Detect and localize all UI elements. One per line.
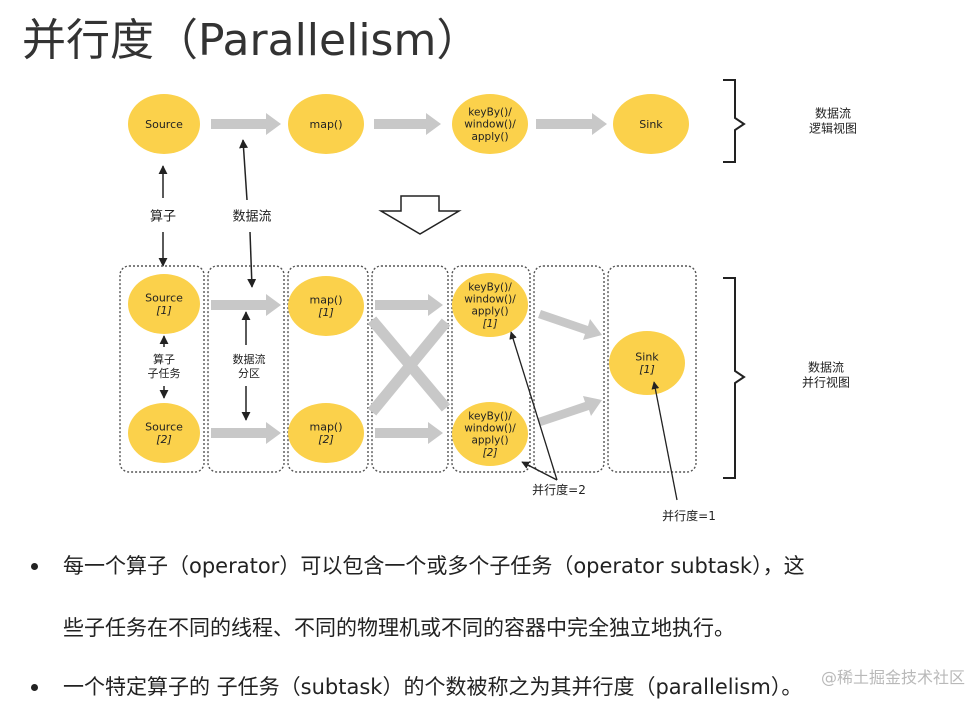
map-node [288, 94, 364, 154]
watermark: @稀土掘金技术社区 [820, 668, 965, 687]
sink-node [613, 94, 689, 154]
keyby-1-label: keyBy()/window()/apply()[1] [464, 282, 516, 330]
operator-label: 算子 [150, 210, 176, 225]
merge-arrow-bottom [538, 396, 602, 426]
parallelism-2-pointer-bottom [521, 461, 558, 481]
bullet-dot-2 [31, 684, 38, 691]
parallelism-2-label: 并行度=2 [532, 482, 586, 497]
sink-1-label: Sink[1] [635, 351, 659, 377]
merge-arrow-top [538, 310, 602, 340]
sink-1-node [609, 331, 685, 395]
source-1-label: Source[1] [145, 292, 183, 318]
stream-arrow-2 [374, 113, 441, 135]
partition-arrow-bottom-1 [211, 422, 281, 444]
stream-arrow-3 [536, 113, 607, 135]
source-node-label: Source [145, 118, 183, 131]
logical-view: Source map() keyBy()/window()/apply() Si… [128, 79, 857, 163]
subtask-label: 算子子任务 [148, 352, 181, 380]
parallel-view-label: 数据流并行视图 [802, 360, 850, 390]
map-node-label: map() [309, 118, 342, 131]
column-source [119, 265, 205, 473]
column-keyby [451, 265, 531, 473]
stream-down-arrow [247, 231, 257, 288]
bullet-1-line-1: 每一个算子（operator）可以包含一个或多个子任务（operator sub… [63, 554, 805, 578]
partition-label: 数据流分区 [233, 352, 266, 380]
keyby-node [452, 94, 528, 154]
sink-node-label: Sink [639, 118, 663, 131]
source-node [128, 94, 200, 154]
map-1-label: map()[1] [309, 294, 342, 320]
stream-arrow-1 [211, 113, 281, 135]
stream-label: 数据流 [232, 210, 271, 225]
column-partition-1 [207, 265, 285, 473]
map-1-node [288, 276, 364, 336]
source-1-node [128, 274, 200, 334]
page-title: 并行度（Parallelism） [22, 15, 481, 66]
parallelism-diagram: Source map() keyBy()/window()/apply() Si… [119, 79, 857, 523]
bullet-2-line-1: 一个特定算子的 子任务（subtask）的个数被称之为其并行度（parallel… [63, 675, 803, 699]
map-2-label: map()[2] [309, 421, 342, 447]
parallelism-1-label: 并行度=1 [662, 508, 716, 523]
column-map [287, 265, 369, 473]
partition-arrow-bottom-2 [375, 422, 443, 444]
parallel-view: Source[1] map()[1] keyBy()/window()/appl… [119, 265, 850, 523]
keyby-node-label: keyBy()/window()/apply() [464, 107, 516, 143]
parallelism-1-pointer [651, 381, 678, 501]
column-partition-3 [533, 265, 605, 473]
keyby-1-node [452, 273, 528, 337]
logical-view-label: 数据流逻辑视图 [809, 106, 857, 136]
keyby-2-label: keyBy()/window()/apply()[2] [464, 411, 516, 459]
parallel-bracket [723, 277, 746, 479]
bullet-dot-1 [31, 563, 38, 570]
source-2-node [128, 403, 200, 463]
stream-up-arrow [239, 139, 249, 201]
partition-arrow-top-1 [211, 294, 281, 316]
bullet-1-line-2: 些子任务在不同的线程、不同的物理机或不同的容器中完全独立地执行。 [63, 616, 735, 640]
logical-bracket [723, 79, 746, 163]
partition-arrow-top-2 [375, 294, 443, 316]
map-2-node [288, 403, 364, 463]
column-sink [607, 265, 697, 473]
keyby-2-node [452, 402, 528, 466]
column-partition-2 [371, 265, 449, 473]
transform-down-arrow [378, 195, 462, 235]
source-2-label: Source[2] [145, 421, 183, 447]
cross-arrow-2 [367, 318, 451, 416]
parallelism-2-pointer-top [509, 331, 558, 481]
